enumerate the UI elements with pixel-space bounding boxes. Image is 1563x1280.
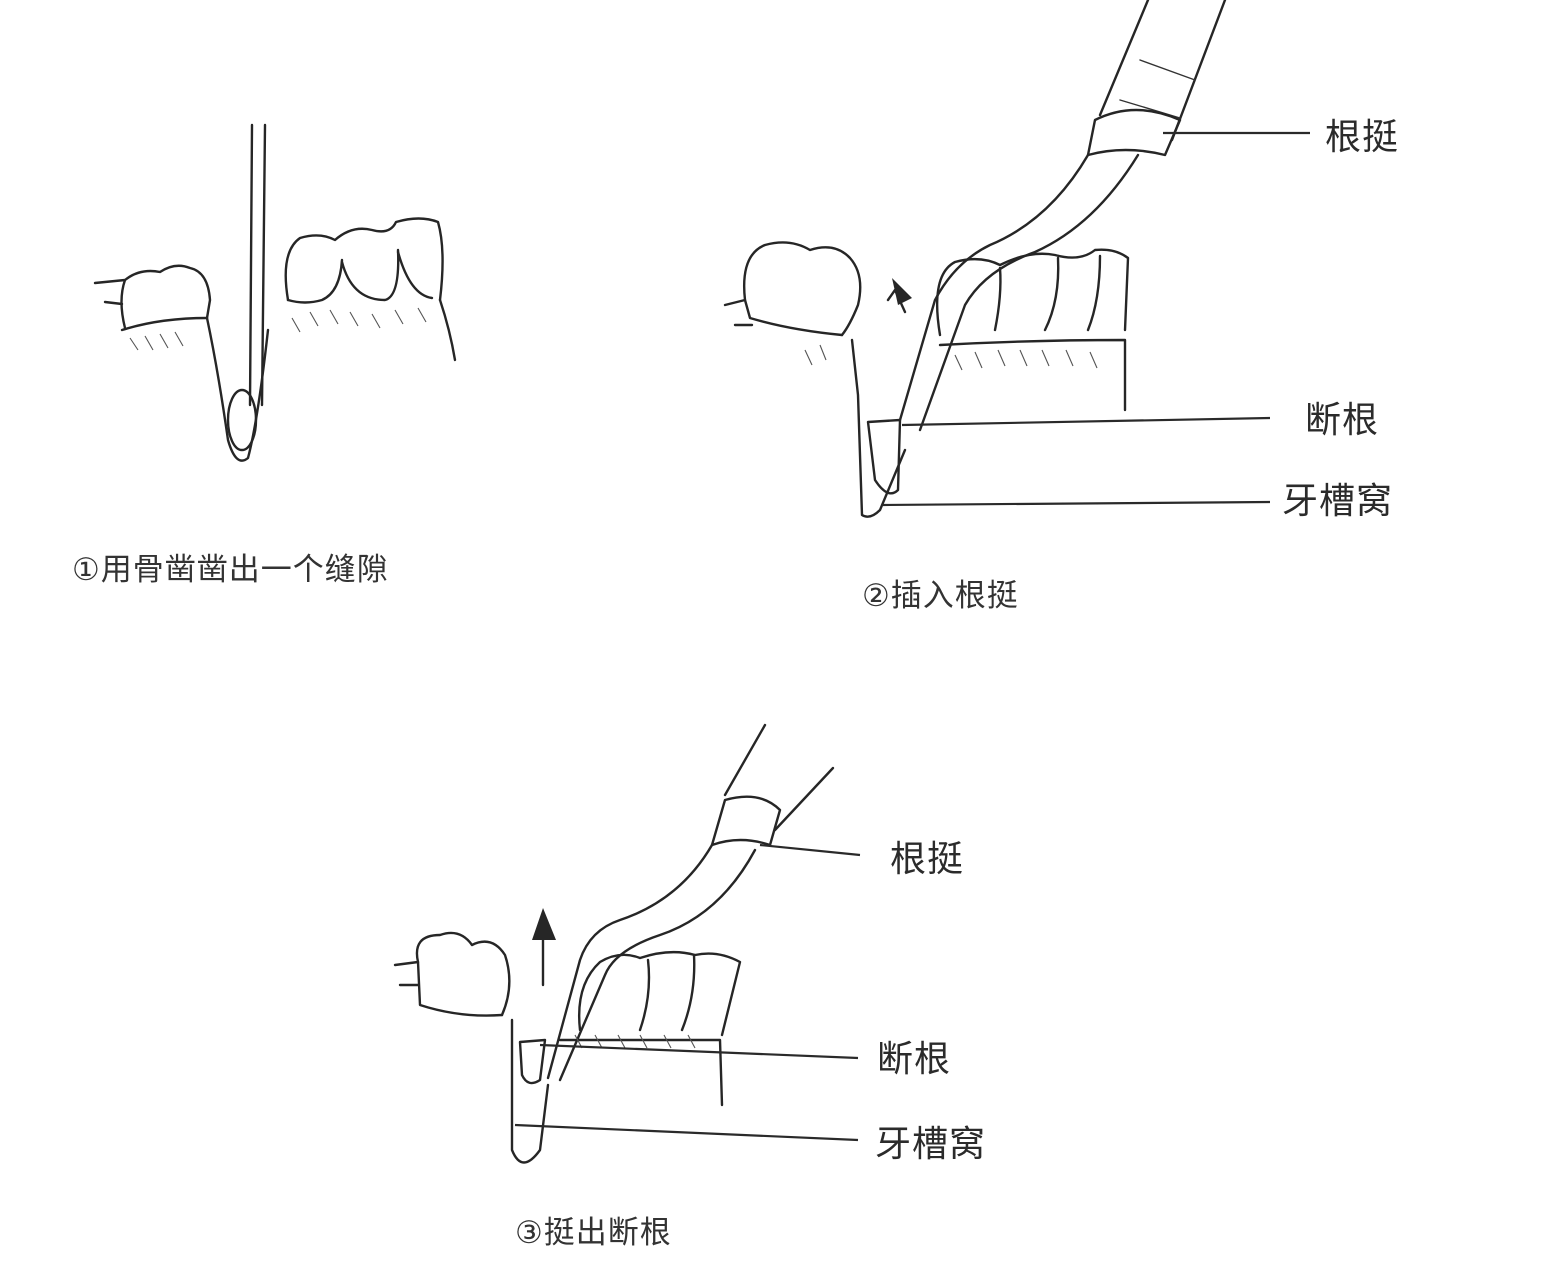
panel-3-illustration <box>393 723 861 1164</box>
panel-2-label-elevator: 根挺 <box>1325 117 1400 158</box>
panel-1-caption: ①用骨凿凿出一个缝隙 <box>72 552 389 588</box>
panel-3-caption: ③挺出断根 <box>515 1215 672 1251</box>
panel-2-label-socket: 牙槽窝 <box>1282 481 1394 522</box>
panel-3-label-broken-root: 断根 <box>877 1039 952 1080</box>
panel-2-label-broken-root: 断根 <box>1305 400 1380 441</box>
panel-2-illustration <box>723 0 1310 518</box>
panel-1-illustration <box>93 123 457 462</box>
panel-3-label-elevator: 根挺 <box>890 839 965 880</box>
panel-2-caption: ②插入根挺 <box>862 578 1019 614</box>
panel-3-label-socket: 牙槽窝 <box>875 1124 987 1165</box>
